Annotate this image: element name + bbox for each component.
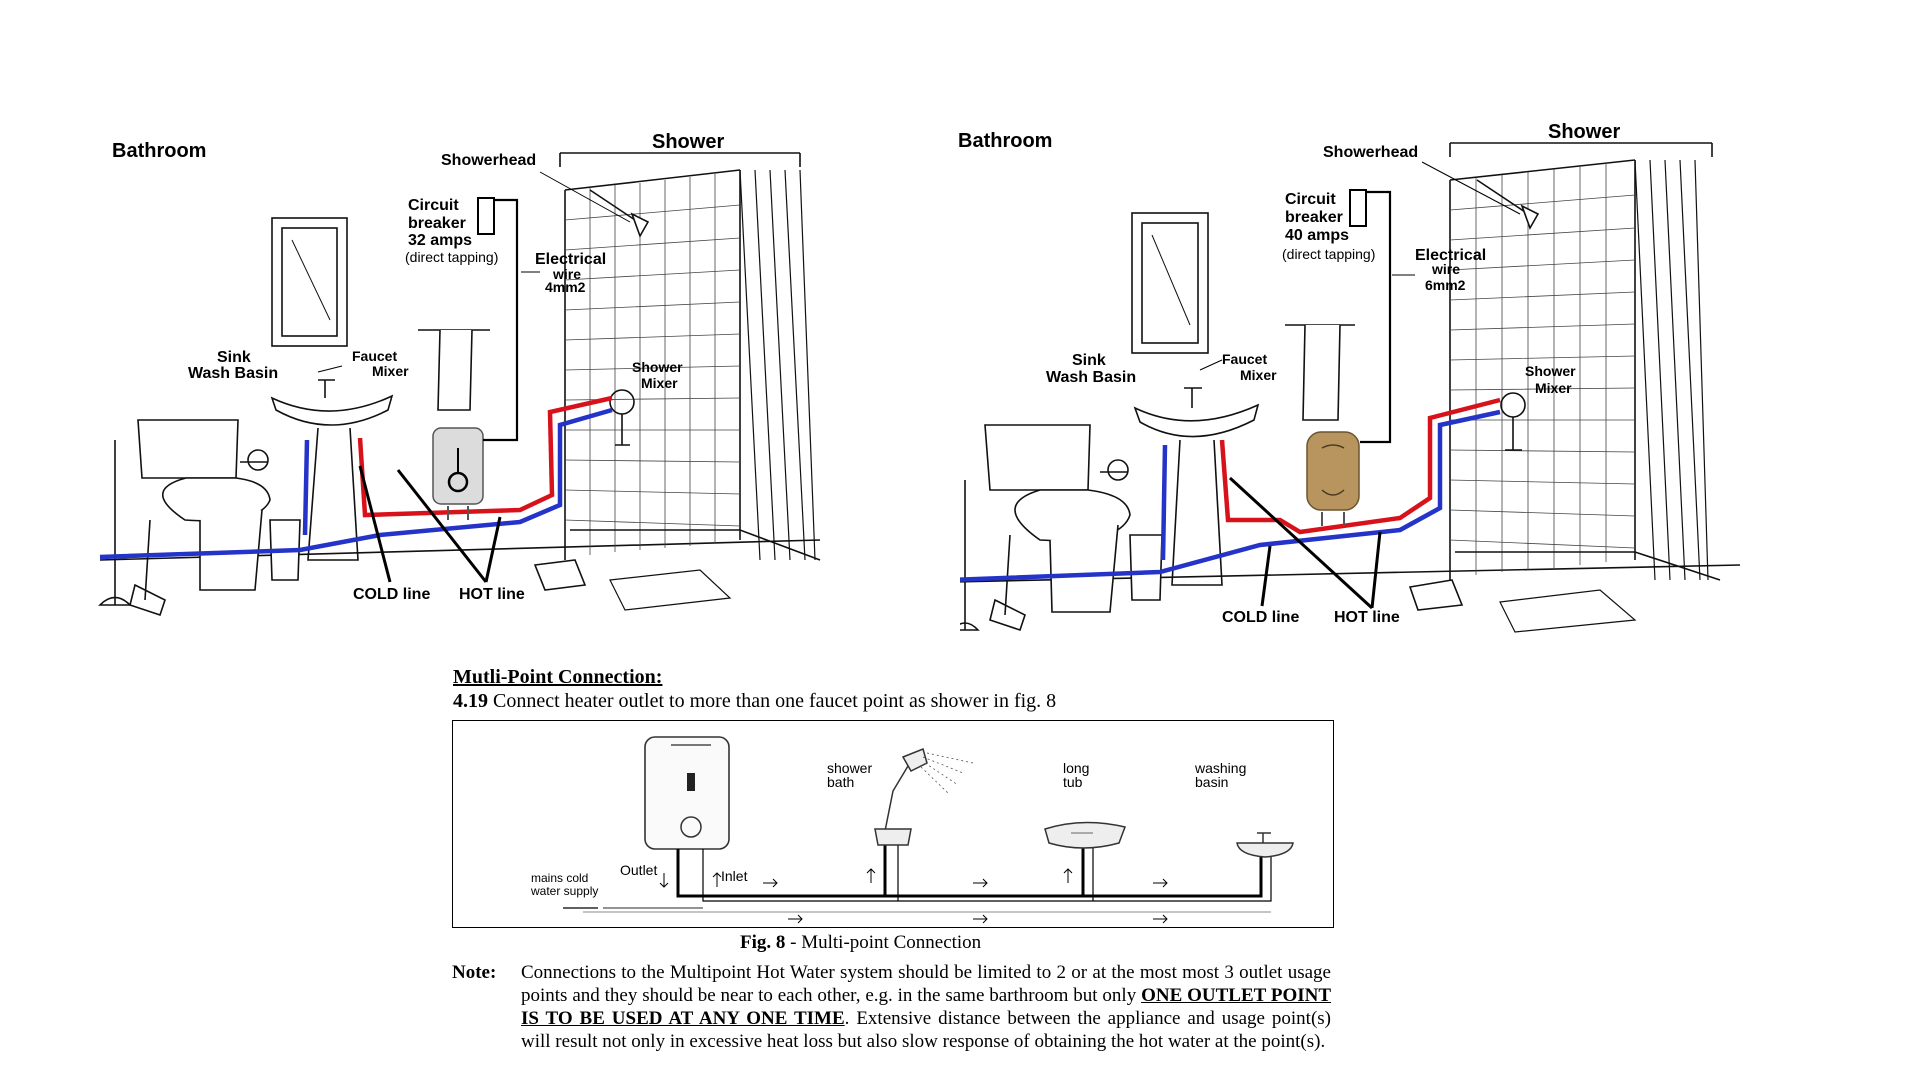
wire-label-2: wire <box>1432 261 1461 277</box>
cold-pipe <box>99 407 613 560</box>
shower-mixer-knob <box>609 389 635 415</box>
electrical-wire <box>483 198 519 442</box>
showerhead-label: Showerhead <box>441 152 537 169</box>
showerhead-arm <box>589 189 636 221</box>
bathroom-illustration-right <box>960 142 1741 633</box>
wire-label-1: Electrical <box>535 251 607 268</box>
long-tub <box>1044 821 1127 849</box>
showerhead-pointer <box>539 171 631 223</box>
bathroom-diagram-right: Bathroom Shower Showerhead Circuit break… <box>958 0 1920 660</box>
shower-bracket <box>559 152 801 167</box>
note-emphasis: ONE OUTLET POINT IS TO BE USED AT ANY ON… <box>521 985 1332 1029</box>
hot-line-arrow-2 <box>396 469 488 583</box>
wire-label-1: Electrical <box>1415 247 1487 264</box>
mains-label-1: mains cold <box>531 871 589 885</box>
long-tub-label-2: tub <box>1063 774 1083 790</box>
sink-label-2: Wash Basin <box>1046 369 1137 386</box>
shower-mixer-label-2: Mixer <box>1535 380 1572 396</box>
mains-label-2: water supply <box>531 884 599 898</box>
wire-size: 4mm2 <box>545 279 586 295</box>
hot-pipe <box>357 395 613 518</box>
cold-pipe <box>960 409 1501 582</box>
figure-number: Fig. 8 <box>740 932 786 953</box>
breaker-label-1: Circuit <box>408 197 459 214</box>
cold-line-arrow <box>358 465 392 583</box>
water-heater <box>1306 431 1360 526</box>
bathroom-diagram-left: Bathroom Shower Showerhead Circuit break… <box>0 0 960 660</box>
electrical-wire <box>1360 190 1392 444</box>
wire-size: 6mm2 <box>1425 277 1466 293</box>
circuit-breaker-box <box>1349 189 1367 227</box>
shower-bath-label-1: shower <box>827 760 873 776</box>
faucet-pointer <box>317 365 343 373</box>
breaker-label-1: Circuit <box>1285 191 1336 208</box>
breaker-label-2: breaker <box>1285 209 1343 226</box>
breaker-note: (direct tapping) <box>405 249 499 265</box>
note-text: Connections to the Multipoint Hot Water … <box>521 961 1331 1053</box>
circuit-breaker-box <box>477 197 495 235</box>
water-heater <box>432 427 484 520</box>
wire-label-2: wire <box>553 266 582 282</box>
faucet-label-1: Faucet <box>352 348 398 364</box>
step-text: Connect heater outlet to more than one f… <box>493 690 1057 712</box>
shower-mixer-label-1: Shower <box>632 359 683 375</box>
figure-caption: Fig. 8 - Multi-point Connection <box>740 932 981 954</box>
faucet-label-2: Mixer <box>1240 367 1277 383</box>
cold-line-label: COLD line <box>353 586 431 603</box>
cold-line-arrow <box>1260 545 1272 607</box>
figure-caption-text: - Multi-point Connection <box>790 932 982 953</box>
step-number: 4.19 <box>453 690 488 712</box>
breaker-label-2: breaker <box>408 215 466 232</box>
shower-bath-label-2: bath <box>827 774 855 790</box>
hot-line-arrow-1 <box>1370 531 1382 609</box>
note-text-part1: Connections to the Multipoint Hot Water … <box>521 962 1331 1006</box>
faucet-label-2: Mixer <box>372 363 409 379</box>
note-label: Note: <box>452 962 497 983</box>
hot-line-label: HOT line <box>459 586 525 603</box>
washing-basin <box>1236 832 1294 858</box>
hot-line-arrow-2 <box>1228 476 1374 610</box>
sink-label-1: Sink <box>1072 352 1106 369</box>
hot-pipe <box>1219 397 1501 535</box>
multi-point-diagram <box>563 736 1294 924</box>
sink-label-1: Sink <box>217 349 251 366</box>
showerhead-label: Showerhead <box>1323 144 1419 161</box>
shower-fixture <box>874 747 974 846</box>
sink-label-2: Wash Basin <box>188 365 279 382</box>
long-tub-label-1: long <box>1063 760 1090 776</box>
multi-point-figure: shower bath long tub washing basin mains… <box>452 720 1334 928</box>
shower-title: Shower <box>1548 121 1621 143</box>
heater-unit <box>644 736 730 850</box>
bathroom-illustration-left <box>98 152 821 617</box>
inlet-label: Inlet <box>721 868 748 884</box>
return-pipe <box>702 831 1272 902</box>
room-title: Bathroom <box>112 140 207 162</box>
hot-line-arrow-1 <box>484 516 502 583</box>
outlet-label: Outlet <box>620 862 658 878</box>
note-text-part2: . Extensive distance between the applian… <box>521 1008 1331 1052</box>
section-title: Mutli-Point Connection: <box>453 666 663 688</box>
washing-basin-label-1: washing <box>1195 760 1247 776</box>
hot-line-label: HOT line <box>1334 609 1400 626</box>
shower-mixer-label-2: Mixer <box>641 375 678 391</box>
faucet-label-1: Faucet <box>1222 351 1268 367</box>
shower-mixer-label-1: Shower <box>1525 363 1576 379</box>
step-instruction: 4.19 Connect heater outlet to more than … <box>453 690 1056 713</box>
cold-line-label: COLD line <box>1222 609 1300 626</box>
washing-basin-label-2: basin <box>1195 774 1229 790</box>
breaker-note: (direct tapping) <box>1282 246 1376 262</box>
shower-title: Shower <box>652 131 725 153</box>
room-title: Bathroom <box>958 130 1053 152</box>
breaker-amps: 32 amps <box>408 232 473 249</box>
breaker-amps: 40 amps <box>1285 227 1350 244</box>
